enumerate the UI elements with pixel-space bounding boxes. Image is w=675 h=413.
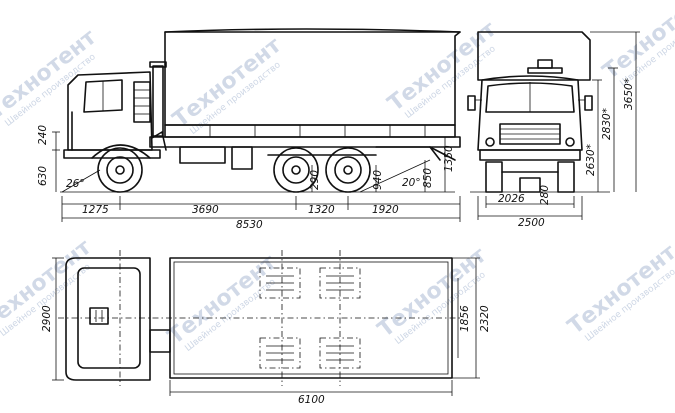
side-view-dimensions: 240 630 26° 1275 3690 1320 1920 8530 290…: [37, 125, 455, 231]
front-wheel: [97, 147, 143, 193]
dim-overall-width: 2500: [518, 217, 545, 229]
cab-window: [83, 79, 123, 113]
dim-ground-clearance: 290: [309, 170, 321, 190]
dim-cab-front-upper: 240: [37, 125, 49, 145]
dim-rear-clearance: 940: [372, 170, 384, 190]
dim-total-length: 8530: [236, 219, 263, 231]
side-view: [52, 28, 461, 222]
watermark-brand: Технотент: [168, 33, 286, 133]
front-view-dimensions: 2026 280 2500 2630* 2830* 3650*: [498, 78, 635, 229]
dim-approach-angle: 26°: [66, 178, 85, 190]
dim-top-width: 2900: [41, 305, 53, 332]
dim-wheelbase: 3690: [192, 204, 219, 216]
front-axle-housing: [519, 177, 541, 193]
right-headlight: [565, 137, 575, 147]
platform-side: [164, 124, 456, 138]
tarp-top: [164, 28, 461, 33]
cargo-tarp: [164, 31, 461, 126]
dim-height-a: 2630*: [585, 144, 597, 176]
front-cab: [477, 75, 583, 151]
front-view-left-wheel: [485, 161, 503, 193]
rear-wheel-1: [273, 147, 319, 193]
front-view-right-wheel: [557, 161, 575, 193]
left-mirror: [467, 95, 476, 111]
dim-departure-angle: 20°: [402, 177, 421, 189]
battery-box: [231, 146, 253, 170]
dim-inner-clearance: 280: [539, 185, 551, 205]
dim-cab-front-lower: 630: [37, 166, 49, 186]
watermark-brand: Технотент: [163, 250, 281, 350]
dim-rear-overhang: 1920: [372, 204, 399, 216]
front-view-bumper: [479, 149, 581, 161]
right-mirror: [584, 95, 593, 111]
dim-height-b: 2830*: [601, 108, 613, 140]
dim-bed-width: 2320: [479, 305, 491, 332]
top-view: [52, 250, 480, 396]
air-filter: [133, 81, 151, 123]
rear-frame-end: [375, 146, 441, 161]
fuel-tank: [179, 146, 226, 164]
rear-wheel-2: [325, 147, 371, 193]
exhaust-pipe: [152, 65, 164, 137]
dim-floor-height: 1350: [443, 145, 455, 172]
front-view: [467, 31, 640, 220]
dim-bed-inner-width: 1856: [459, 305, 471, 332]
top-view-dimensions: 2900 6100 1856 2320: [41, 305, 491, 406]
windshield: [485, 82, 575, 113]
chassis-frame: [149, 136, 461, 148]
dim-bogie-spacing: 1320: [308, 204, 335, 216]
departure-angle-line: [359, 159, 431, 193]
front-fender: [91, 144, 151, 159]
top-cab: [65, 257, 151, 381]
roof-light: [537, 59, 553, 69]
roof-hatch: [89, 307, 109, 325]
dim-bed-height: 850: [422, 168, 434, 188]
dim-front-track: 2026: [498, 193, 525, 205]
dim-bed-length: 6100: [298, 394, 325, 406]
dim-overall-height: 3650*: [623, 78, 635, 110]
approach-angle-line: [61, 169, 101, 193]
left-headlight: [485, 137, 495, 147]
dim-front-overhang: 1275: [82, 204, 109, 216]
front-tarp: [477, 31, 591, 81]
